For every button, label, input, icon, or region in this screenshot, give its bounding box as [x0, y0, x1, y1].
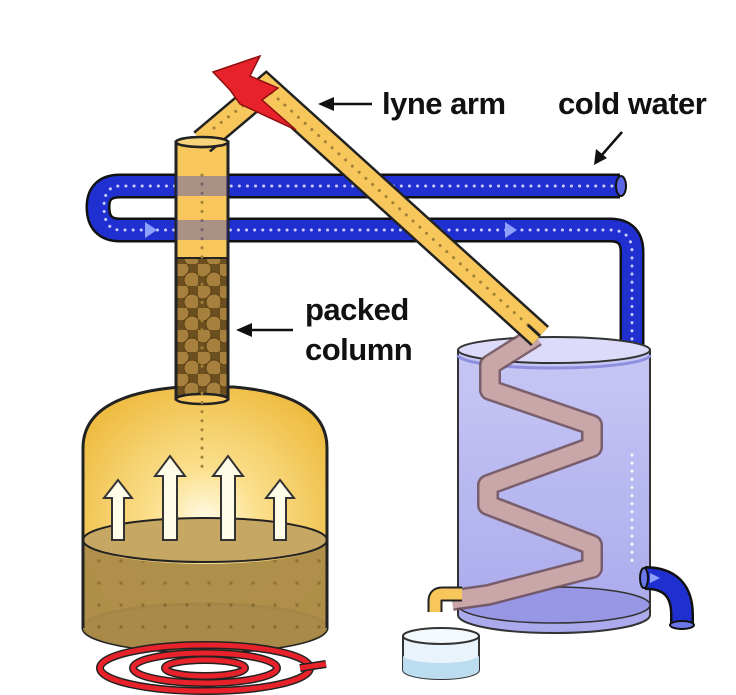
collection-vessel	[402, 627, 480, 680]
liquid-mash	[83, 540, 327, 652]
heat-flame-icon	[211, 54, 297, 131]
cold-water-pointer	[594, 131, 623, 165]
worm-coil	[450, 326, 603, 611]
arrow-head-icon	[318, 97, 334, 111]
lyne-arm-label: lyne arm	[382, 86, 506, 121]
up-arrow-icon	[101, 478, 135, 541]
flow-direction-icon	[505, 222, 517, 238]
cold-water-pipe	[85, 173, 645, 455]
arrow-head-icon	[594, 149, 607, 165]
arrow-head-icon	[236, 323, 252, 337]
up-arrow-icon	[211, 454, 245, 541]
packed-column-label-line2: column	[305, 332, 413, 367]
cold-water-inlet	[615, 175, 627, 197]
distillate-spout	[427, 586, 462, 612]
lyne-arm-pointer	[318, 97, 372, 111]
pot-still	[81, 385, 329, 654]
cold-water-label: cold water	[558, 86, 707, 121]
vapor-arrows	[101, 454, 297, 541]
packed-column-pointer	[236, 323, 293, 337]
cold-water-pipe-front	[176, 176, 228, 240]
flow-direction-icon	[145, 222, 157, 238]
flame-spiral-icon	[96, 641, 327, 695]
up-arrow-icon	[263, 478, 297, 541]
packed-column	[174, 135, 230, 472]
packed-column-label-line1: packed	[305, 292, 409, 327]
up-arrow-icon	[153, 454, 187, 541]
water-outlet	[639, 566, 695, 630]
column-top-rim	[174, 135, 230, 149]
